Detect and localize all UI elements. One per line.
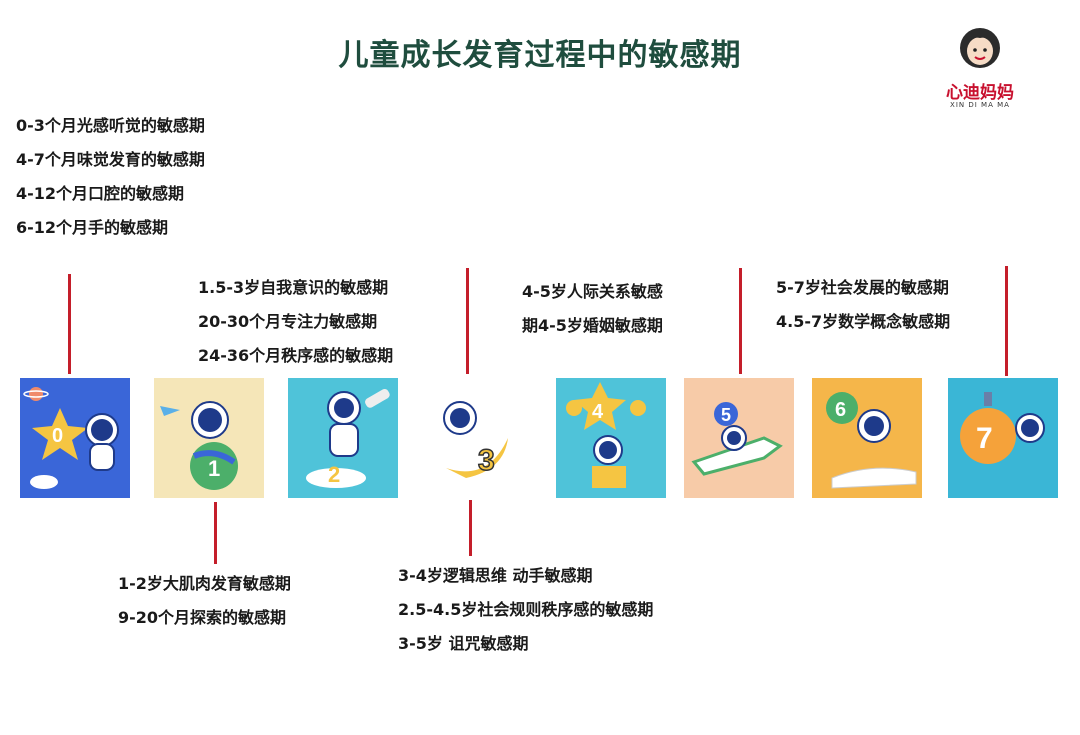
stage-label: 4-5岁人际关系敏感 [522,282,663,301]
logo-subtitle: XIN DI MA MA [950,101,1010,109]
stage-label: 24-36个月秩序感的敏感期 [198,346,394,365]
brand-logo: 心迪妈妈 XIN DI MA MA [940,26,1020,116]
connector-line [739,268,742,374]
stage-label: 5-7岁社会发展的敏感期 [776,278,949,297]
stage-label: 20-30个月专注力敏感期 [198,312,378,331]
stage-tile: 6 [812,378,922,498]
connector-line [1005,266,1008,376]
page-title: 儿童成长发育过程中的敏感期 [338,38,742,73]
tile-number: 6 [835,399,846,421]
stage-tile: 5 [684,378,794,498]
stage-label: 3-5岁 诅咒敏感期 [398,634,529,653]
connector-line [466,268,469,374]
connector-line [68,274,71,374]
tile-number: 3 [478,444,495,477]
stage-tile: 2 [288,378,398,498]
connector-line [214,502,217,564]
stage-label: 1.5-3岁自我意识的敏感期 [198,278,389,297]
logo-name: 心迪妈妈 [946,83,1014,103]
stage-label: 0-3个月光感听觉的敏感期 [16,116,205,135]
stage-label: 1-2岁大肌肉发育敏感期 [118,574,291,593]
tile-number: 0 [52,425,63,447]
stage-label: 4.5-7岁数学概念敏感期 [776,312,951,331]
tile-number: 7 [976,422,993,455]
connector-line [469,500,472,556]
stage-label: 期4-5岁婚姻敏感期 [522,316,663,335]
tile-number: 5 [721,405,731,425]
stage-tile: 0 [20,378,130,498]
stage-label: 4-12个月口腔的敏感期 [16,184,185,203]
stage-tile: 4 [556,378,666,498]
stage-label: 4-7个月味觉发育的敏感期 [16,150,205,169]
tile-number: 4 [592,401,604,423]
tile-number: 1 [208,456,220,481]
stage-label: 3-4岁逻辑思维 动手敏感期 [398,566,593,585]
stage-tile: 7 [948,378,1058,498]
stage-label: 6-12个月手的敏感期 [16,218,169,237]
mascot-face-icon [960,28,1000,68]
stage-label: 2.5-4.5岁社会规则秩序感的敏感期 [398,600,654,619]
stage-tile: 3 [416,378,526,498]
tile-number: 2 [328,462,340,487]
stage-label: 9-20个月探索的敏感期 [118,608,287,627]
stage-tile: 1 [154,378,264,498]
